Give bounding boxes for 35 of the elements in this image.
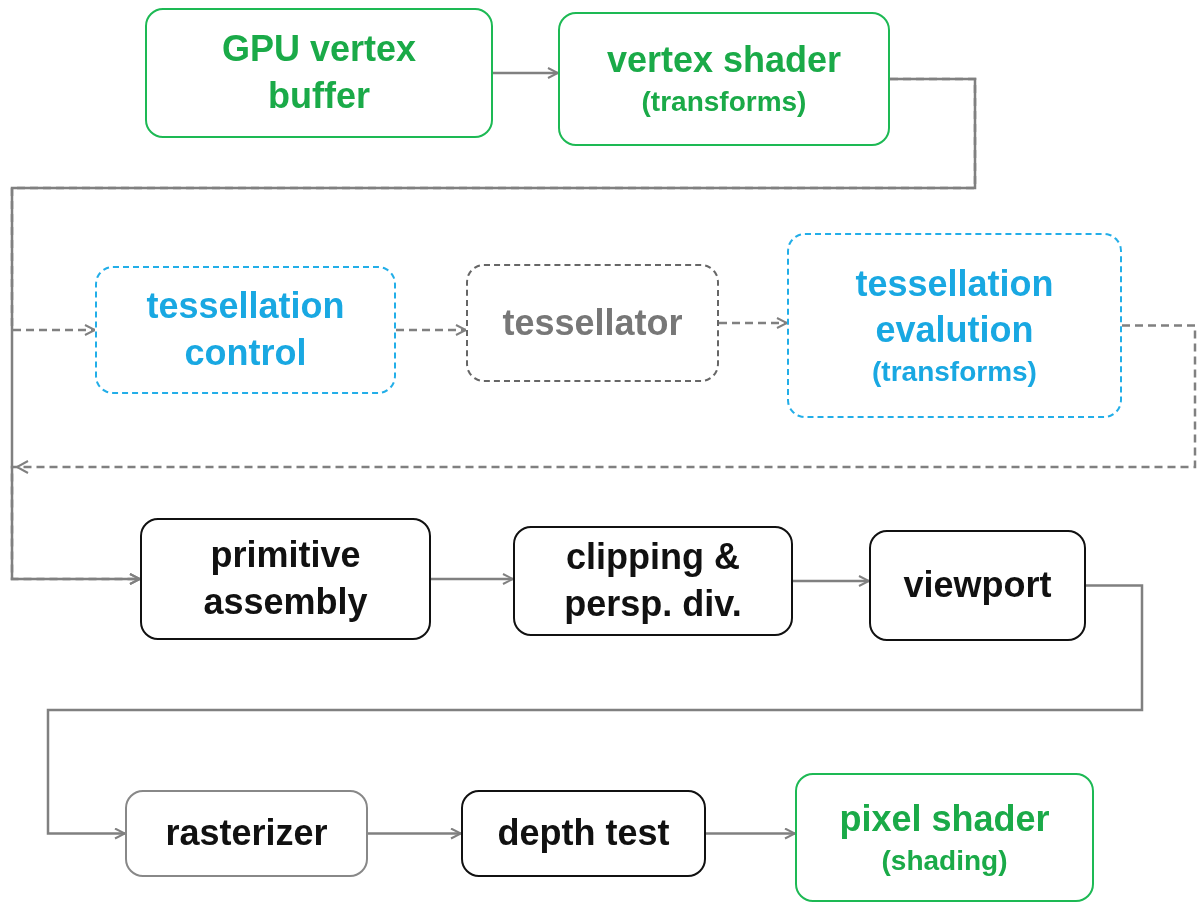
process-box — [145, 8, 493, 138]
stage-note: (shading) — [881, 843, 1008, 878]
arrow — [493, 67, 559, 79]
process-box — [466, 264, 719, 382]
stage-name: viewport — [903, 563, 1052, 608]
arrow — [10, 77, 977, 336]
process-box — [125, 790, 368, 877]
stage-name: clipping & persp. div. — [563, 535, 743, 626]
stage-name: GPU vertex buffer — [220, 27, 418, 118]
stage-name: vertex shader — [606, 38, 842, 83]
arrow — [396, 324, 467, 336]
arrow — [706, 827, 796, 840]
stage-name: pixel shader — [839, 796, 1050, 841]
stage-name: depth test — [497, 811, 670, 856]
process-box — [461, 790, 706, 877]
stage-name: tessellation control — [145, 284, 346, 375]
process-box — [787, 233, 1122, 418]
process-box — [558, 12, 890, 146]
arrow — [431, 573, 514, 585]
process-box — [140, 518, 431, 640]
stage-name: tessellation evalution — [854, 261, 1055, 353]
process-box — [869, 530, 1086, 641]
arrow — [719, 317, 788, 329]
arrow — [46, 584, 1144, 840]
process-box — [513, 526, 793, 636]
arrow — [368, 827, 462, 840]
stage-note: (transforms) — [641, 85, 807, 120]
stage-name: tessellator — [502, 300, 683, 345]
arrow — [793, 575, 870, 587]
process-box — [95, 266, 396, 394]
arrow — [10, 324, 1197, 585]
stage-name: primitive assembly — [202, 533, 369, 624]
stage-note: (transforms) — [872, 355, 1037, 390]
process-box — [795, 773, 1094, 902]
stage-name: rasterizer — [165, 811, 328, 856]
